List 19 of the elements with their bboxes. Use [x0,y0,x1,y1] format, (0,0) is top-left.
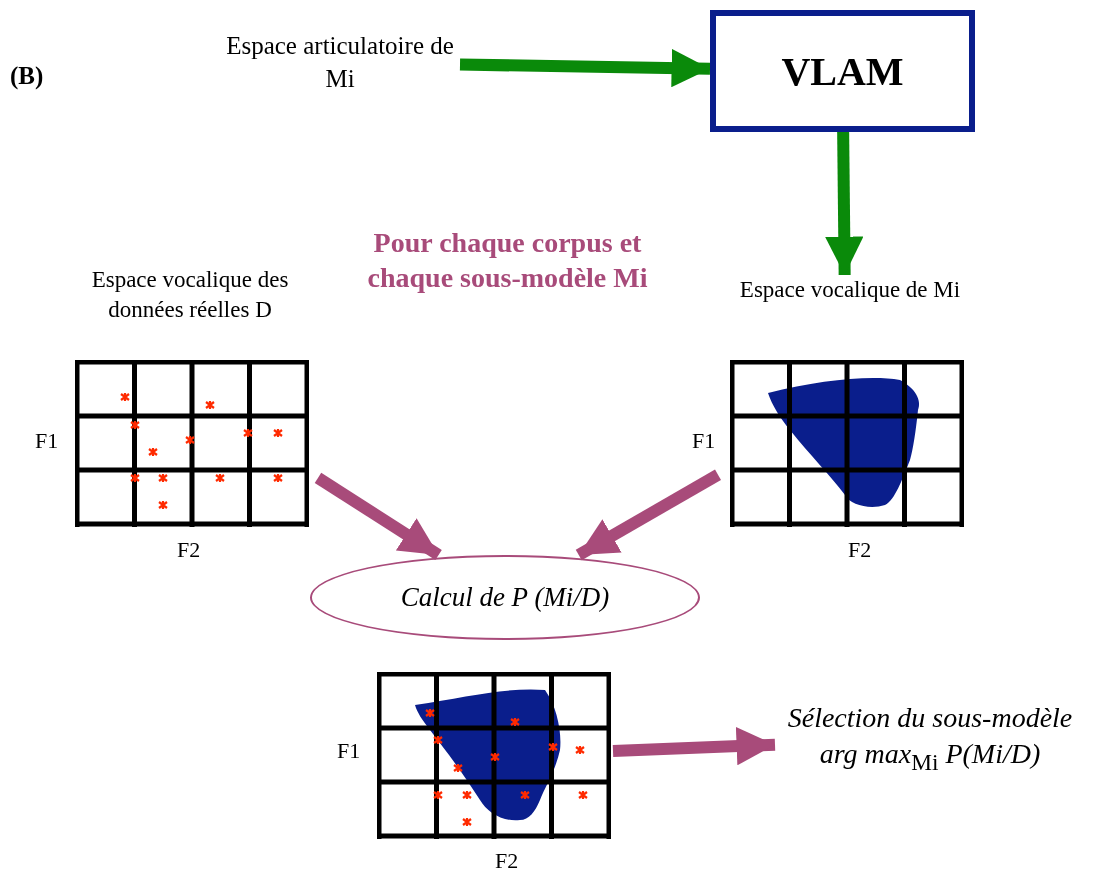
axis-label: F2 [495,848,519,872]
axis-label: F1 [35,428,59,454]
node-text: Espace articulatoire de Mi [225,31,455,94]
process-ellipse: Calcul de P (Mi/D) [310,555,700,640]
grid-caption: Espace vocalique des données réelles D [90,266,290,324]
arrow [575,469,721,561]
arrow [825,131,864,276]
arrow [459,48,711,88]
arrow [612,726,776,766]
axis-label: F1 [337,738,361,764]
panel-label: (B) [10,62,44,90]
annotation-text: Pour chaque corpus et chaque sous-modèle Mi [366,226,649,295]
axis-label: F2 [177,537,201,563]
arrow [314,472,442,561]
process-box: VLAM [710,10,975,132]
axis-label: F1 [692,428,716,454]
axis-label: F2 [848,537,872,563]
node-text: Sélection du sous-modèle arg max$_{Mi}$ P(Mi/D) [786,701,1074,777]
grid-caption: Espace vocalique de Mi [738,276,962,304]
